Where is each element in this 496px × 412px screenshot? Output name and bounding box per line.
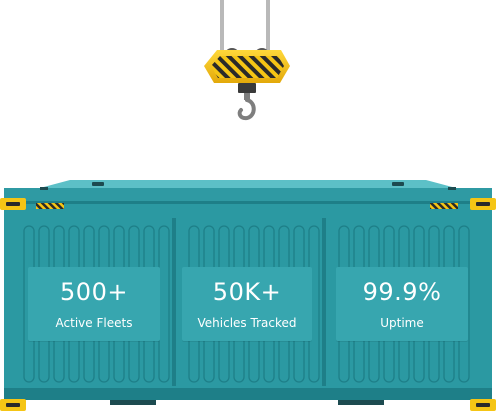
- stat-card-uptime: 99.9% Uptime: [336, 267, 468, 341]
- stat-value: 500+: [60, 278, 128, 306]
- stat-label: Vehicles Tracked: [197, 316, 297, 330]
- stat-value: 99.9%: [362, 278, 442, 306]
- stat-card-active-fleets: 500+ Active Fleets: [28, 267, 160, 341]
- crane-hook-icon: [204, 0, 290, 121]
- stat-value: 50K+: [212, 278, 282, 306]
- stat-label: Active Fleets: [55, 316, 133, 330]
- stat-label: Uptime: [380, 316, 424, 330]
- stat-card-vehicles-tracked: 50K+ Vehicles Tracked: [182, 267, 312, 341]
